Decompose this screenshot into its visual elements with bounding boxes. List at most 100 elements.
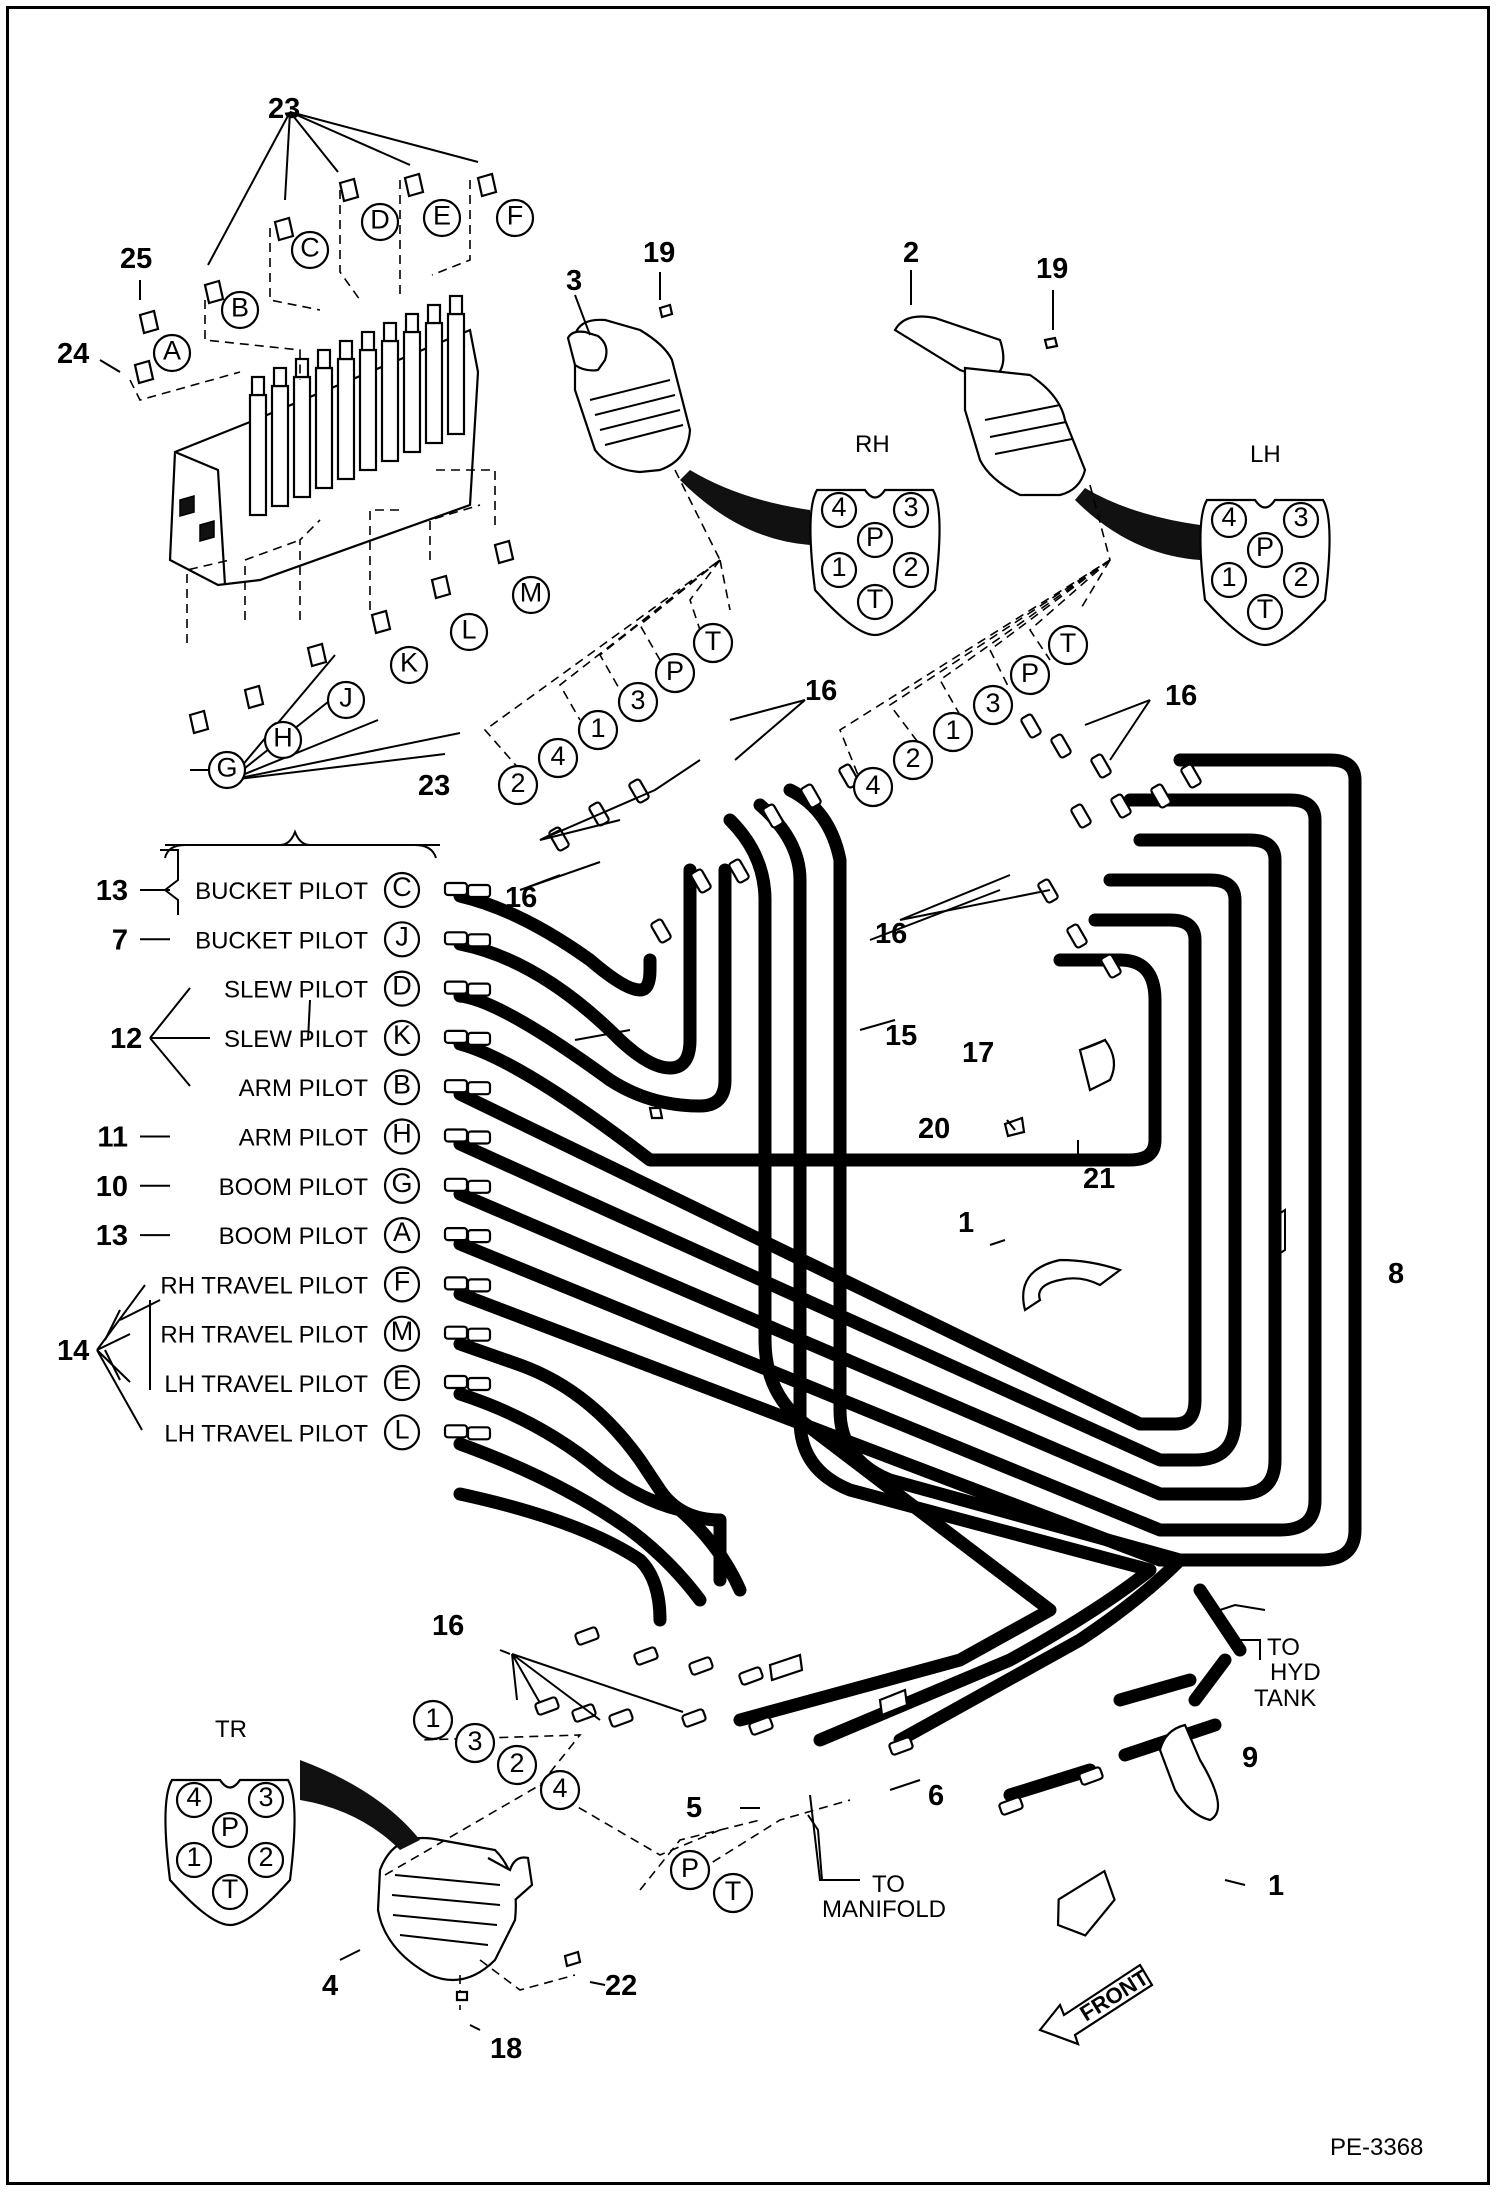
port-lh-2-text: 2 <box>1293 562 1308 592</box>
valve-bubble-H: H <box>263 720 303 760</box>
valve-fitting-0 <box>138 309 160 335</box>
callout-1-top: 1 <box>958 1207 974 1239</box>
port-tr-3-circle <box>247 1781 285 1819</box>
valve-spool-cap-6 <box>382 321 398 343</box>
hose-port-lh-2-text: 2 <box>905 743 920 773</box>
circuit-label-6: BOOM PILOT <box>219 1174 369 1201</box>
callout-18: 18 <box>490 2033 522 2065</box>
hose-port-tr-3: 3 <box>454 1722 496 1764</box>
valve-bubble-H-text: H <box>273 722 293 752</box>
circuit-num-1: 7 <box>112 924 128 956</box>
misc-parts <box>455 303 1220 2002</box>
hose-fitting-20 <box>443 1374 469 1390</box>
hose-port-rh-3-circle <box>617 681 659 723</box>
hose-port-rh-4-circle <box>537 737 579 779</box>
valve-bubble-K: K <box>389 645 429 685</box>
hose-fitting-38 <box>1150 783 1172 809</box>
port-rh-4: 4 <box>820 491 858 529</box>
circuit-label-9: RH TRAVEL PILOT <box>160 1322 368 1349</box>
hose-port-pt-P: P <box>669 1849 711 1891</box>
port-rh-T-text: T <box>867 584 884 614</box>
callout-20: 20 <box>918 1113 950 1145</box>
circuit-letter-6: G <box>383 1167 421 1204</box>
hose-fitting-29 <box>728 858 750 884</box>
valve-bubble-E-circle <box>422 198 462 238</box>
valve-bubble-D-text: D <box>370 204 390 234</box>
port-rh-4-circle <box>820 491 858 529</box>
circuit-num-5: 11 <box>97 1122 128 1154</box>
hose-fitting-1 <box>466 883 492 899</box>
port-rh-2-text: 2 <box>903 552 918 582</box>
hose-fitting-33 <box>1090 753 1112 779</box>
port-lh-4: 4 <box>1210 501 1248 539</box>
valve-spool-0 <box>248 393 268 517</box>
circuit-letter-6-text: G <box>391 1168 412 1198</box>
hose-port-tr-2-text: 2 <box>509 1748 524 1778</box>
port-rh-3-text: 3 <box>903 492 918 522</box>
port-lh-T: T <box>1246 593 1284 631</box>
circuit-letter-4: B <box>383 1069 421 1106</box>
valve-bubble-A-text: A <box>163 335 181 365</box>
hose-fitting-26 <box>628 778 650 804</box>
hose-fitting-3 <box>466 933 492 948</box>
port-tr-1-circle <box>175 1841 213 1879</box>
label-bracket <box>164 829 437 859</box>
hose-port-lh-P-text: P <box>1021 658 1039 688</box>
hose-port-rh-1-text: 1 <box>590 713 605 743</box>
hose-port-lh-4: 4 <box>852 766 894 808</box>
valve-fitting-1 <box>203 279 225 305</box>
port-tr-4-circle <box>175 1781 213 1819</box>
hose-port-pt-T-circle <box>712 1872 754 1914</box>
port-lh-2-circle <box>1282 561 1320 599</box>
hose-port-pt-T-text: T <box>725 1876 742 1906</box>
valve-bubble-A-circle <box>152 333 192 373</box>
hose-port-tr-1-text: 1 <box>425 1703 440 1733</box>
hose-port-rh-2: 2 <box>497 764 539 806</box>
hose-port-rh-P-circle <box>654 652 696 694</box>
hose-port-lh-T: T <box>1047 624 1089 666</box>
port-lh-1: 1 <box>1210 561 1248 599</box>
circuit-letter-10: E <box>383 1364 421 1402</box>
port-lh-1-text: 1 <box>1221 562 1236 592</box>
figure-id: PE-3368 <box>1330 2134 1423 2161</box>
valve-spool-4 <box>336 357 356 481</box>
group-num-slew: 12 <box>110 1023 142 1055</box>
hose-fitting-16 <box>443 1276 469 1291</box>
hose-port-rh-T-circle <box>692 622 734 664</box>
hose-fitting-39 <box>1180 763 1202 789</box>
group-numbers: 12 14 <box>57 987 210 1431</box>
hose-fitting-36 <box>1070 803 1092 829</box>
valve-bubble-K-circle <box>389 645 429 685</box>
hose-fitting-31 <box>800 783 822 809</box>
circuit-num-7: 13 <box>96 1220 128 1252</box>
lh-joystick <box>893 315 1200 560</box>
hose-fitting-28 <box>690 868 712 894</box>
circuit-label-0: BUCKET PILOT <box>195 878 368 905</box>
valve-bubble-G: G <box>207 750 247 790</box>
valve-bubble-G-circle <box>207 750 247 790</box>
hose-fitting-47 <box>534 1696 560 1716</box>
circuit-letter-6-circle <box>383 1167 421 1204</box>
circuit-num-0: 13 <box>96 875 128 907</box>
valve-spool-2 <box>292 375 312 499</box>
valve-bubble-L-text: L <box>461 614 476 644</box>
hose-port-rh-P: P <box>654 652 696 694</box>
hose-fitting-6 <box>443 1029 469 1045</box>
valve-spool-cap-7 <box>404 312 420 334</box>
hose-fitting-53 <box>998 1796 1024 1816</box>
port-tr-3-text: 3 <box>258 1782 273 1812</box>
circuit-letter-4-circle <box>383 1069 421 1106</box>
hose-port-rh-4-text: 4 <box>550 741 565 771</box>
callout-22: 22 <box>605 1970 637 2002</box>
port-lh-3-circle <box>1282 501 1320 539</box>
circuit-letter-0-text: C <box>392 872 412 902</box>
valve-fitting-7 <box>243 684 265 710</box>
hose-fitting-22 <box>443 1424 469 1439</box>
callout-4: 4 <box>322 1970 338 2002</box>
port-tr-2: 2 <box>247 1841 285 1879</box>
hose-port-pt-P-text: P <box>681 1853 699 1883</box>
circuit-num-6: 10 <box>96 1171 128 1203</box>
